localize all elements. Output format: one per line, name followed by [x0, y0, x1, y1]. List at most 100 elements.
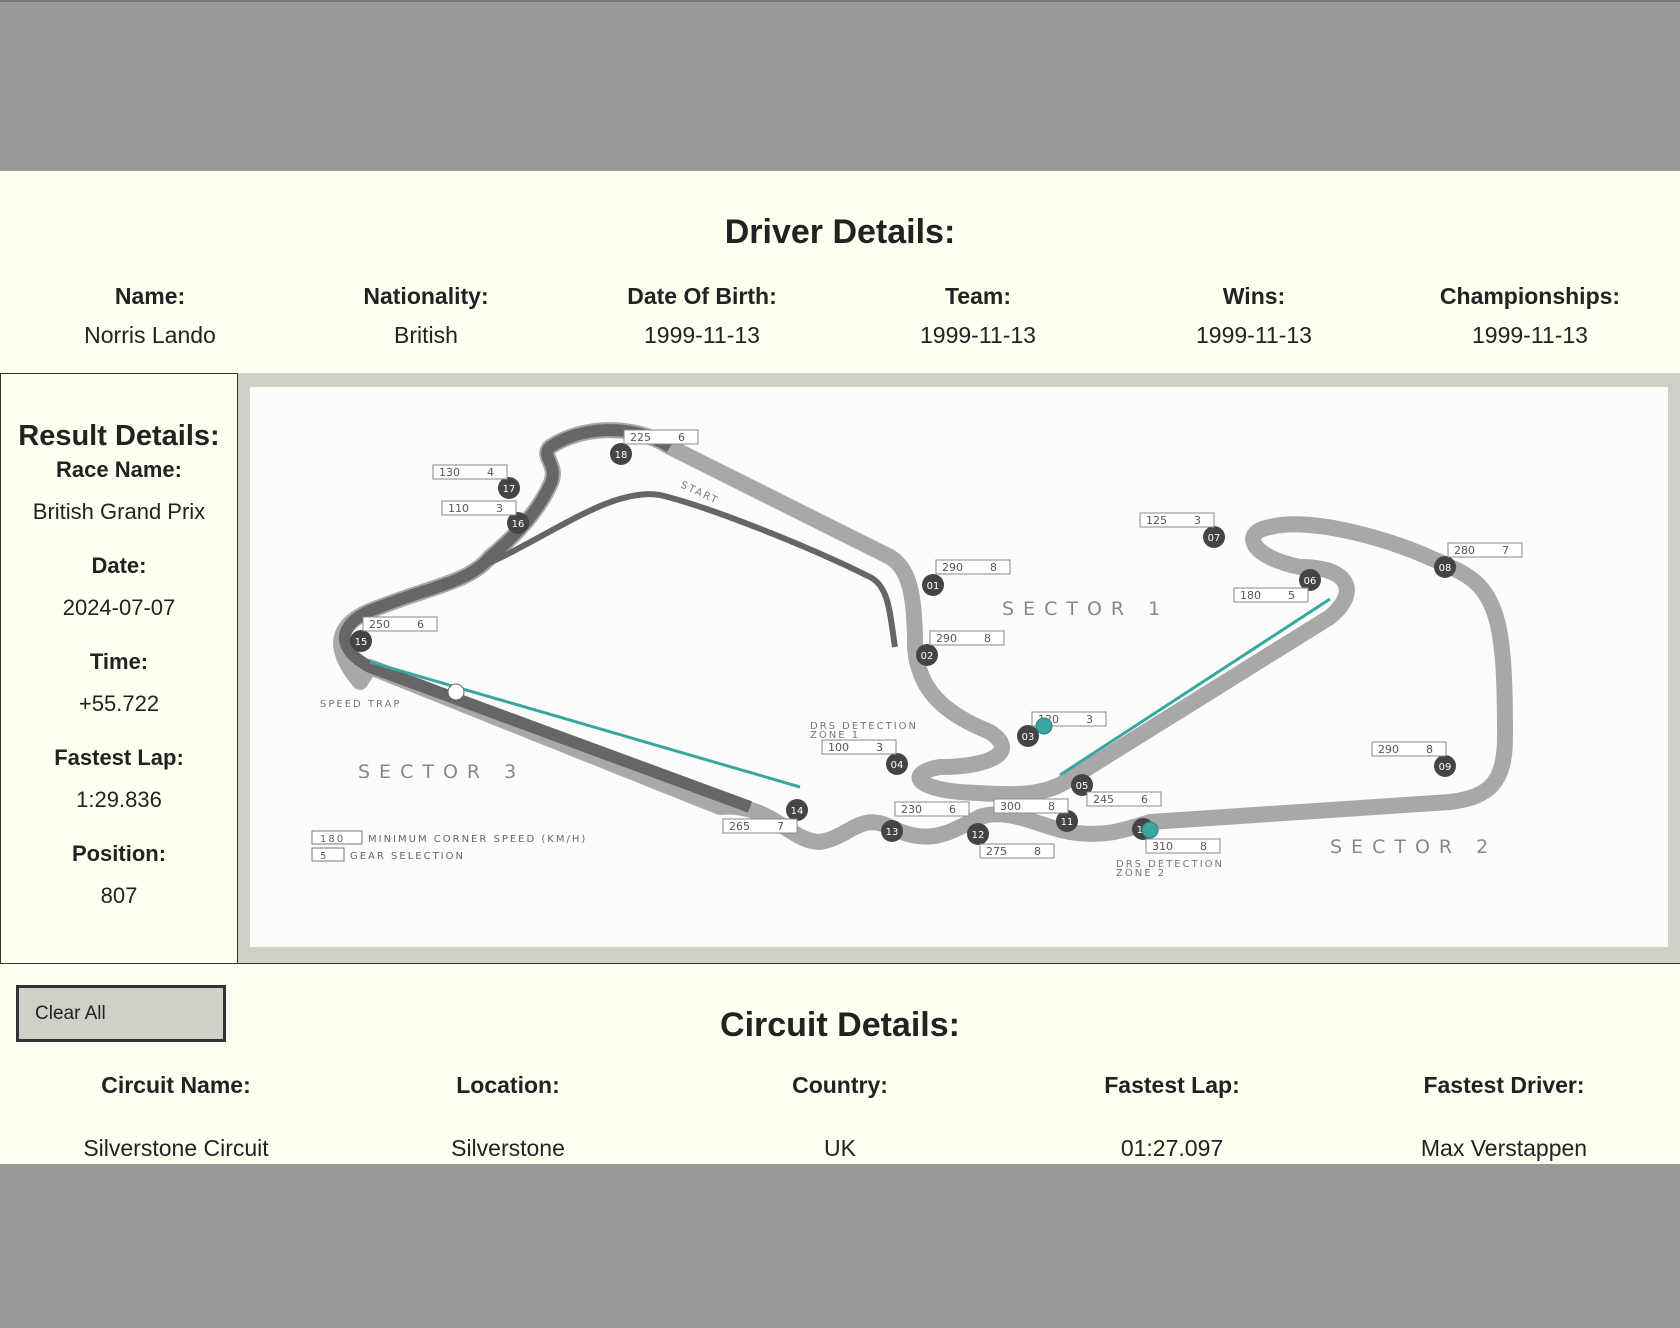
turn-07: 07: [1203, 526, 1225, 548]
svg-text:250: 250: [369, 618, 390, 631]
svg-text:180: 180: [320, 834, 345, 845]
corner-info-02: 290 8: [929, 630, 1005, 646]
drs-detection-zone-2-marker: [1141, 821, 1159, 839]
svg-text:290: 290: [936, 632, 957, 645]
circuit-fastest-lap-field: Fastest Lap: 01:27.097: [1006, 1072, 1338, 1162]
turn-05: 05: [1071, 774, 1093, 796]
sector-1-label: SECTOR 1: [1002, 598, 1169, 620]
svg-text:01: 01: [927, 581, 940, 592]
corner-info-10: 310 8: [1145, 838, 1221, 854]
field-value: 1999-11-13: [644, 322, 760, 348]
time-item: Time: +55.722: [1, 649, 237, 717]
circuit-map: 01 02 03 04 05 06 07 08 09 10 11 12 13 1…: [311, 422, 1523, 879]
svg-text:13: 13: [886, 827, 899, 838]
turn-18: 18: [610, 443, 632, 465]
svg-text:6: 6: [1141, 793, 1148, 806]
svg-text:18: 18: [615, 450, 628, 461]
driver-name-field: Name: Norris Lando: [12, 283, 288, 349]
svg-text:7: 7: [777, 820, 784, 833]
svg-text:8: 8: [984, 632, 991, 645]
svg-text:180: 180: [1240, 589, 1261, 602]
driver-wins-field: Wins: 1999-11-13: [1116, 283, 1392, 349]
sector-2-label: SECTOR 2: [1330, 836, 1497, 858]
svg-text:5: 5: [1288, 589, 1295, 602]
svg-text:125: 125: [1146, 514, 1167, 527]
svg-text:8: 8: [1200, 840, 1207, 853]
field-value: Silverstone Circuit: [83, 1135, 269, 1161]
field-value: 1999-11-13: [1196, 322, 1312, 348]
driver-nationality-field: Nationality: British: [288, 283, 564, 349]
turn-09: 09: [1434, 755, 1456, 777]
field-value: 1999-11-13: [1472, 322, 1588, 348]
clear-all-button[interactable]: Clear All: [16, 985, 226, 1042]
svg-text:08: 08: [1439, 563, 1452, 574]
middle-section: Result Details: Race Name: British Grand…: [0, 373, 1680, 964]
driver-team-field: Team: 1999-11-13: [840, 283, 1116, 349]
circuit-map-frame: 01 02 03 04 05 06 07 08 09 10 11 12 13 1…: [238, 373, 1680, 964]
drs-zone-2-label-2: ZONE 2: [1116, 868, 1166, 879]
turn-17: 17: [498, 477, 520, 499]
driver-details-title: Driver Details:: [724, 213, 956, 251]
turn-04: 04: [886, 753, 908, 775]
svg-text:290: 290: [942, 561, 963, 574]
svg-text:7: 7: [1502, 544, 1509, 557]
svg-text:100: 100: [828, 741, 849, 754]
turn-11: 11: [1056, 810, 1078, 832]
result-label: Race Name:: [56, 457, 182, 482]
map-legend: 180 MINIMUM CORNER SPEED (KM/H) 5 GEAR S…: [311, 830, 585, 862]
svg-text:06: 06: [1304, 576, 1317, 587]
corner-info-13: 230 6: [894, 801, 970, 817]
svg-text:245: 245: [1093, 793, 1114, 806]
drs-detection-zone-1-marker: [1035, 717, 1053, 735]
turn-03: 03: [1017, 725, 1039, 747]
svg-text:3: 3: [1194, 514, 1201, 527]
track-inner-loop: [478, 491, 898, 648]
svg-text:110: 110: [448, 502, 469, 515]
svg-text:6: 6: [678, 431, 685, 444]
field-label: Team:: [944, 283, 1012, 309]
field-value: 1999-11-13: [920, 322, 1036, 348]
result-value: 1:29.836: [76, 787, 162, 812]
turn-13: 13: [881, 820, 903, 842]
turn-02: 02: [916, 644, 938, 666]
drs-zone-1-label: DRS DETECTION: [810, 721, 918, 732]
svg-text:04: 04: [891, 760, 904, 771]
field-label: Circuit Name:: [101, 1072, 251, 1098]
svg-text:310: 310: [1152, 840, 1173, 853]
svg-text:265: 265: [729, 820, 750, 833]
corner-info-05: 245 6: [1086, 791, 1162, 807]
svg-text:12: 12: [972, 830, 985, 841]
circuit-fields: Circuit Name: Silverstone Circuit Locati…: [10, 1072, 1670, 1162]
result-details-panel: Result Details: Race Name: British Grand…: [0, 373, 238, 964]
bottom-band: [0, 1164, 1680, 1328]
drs-zone-hangar: [1059, 597, 1331, 777]
result-value: 2024-07-07: [62, 595, 176, 620]
svg-text:225: 225: [630, 431, 651, 444]
turn-06: 06: [1299, 569, 1321, 591]
svg-text:230: 230: [901, 803, 922, 816]
result-details-title: Result Details:: [18, 420, 220, 452]
result-label: Date:: [91, 553, 147, 578]
field-value: Silverstone: [451, 1135, 565, 1161]
turn-01: 01: [922, 574, 944, 596]
field-label: Nationality:: [363, 283, 489, 309]
field-value: Max Verstappen: [1420, 1135, 1588, 1161]
svg-text:275: 275: [986, 845, 1007, 858]
driver-championships-field: Championships: 1999-11-13: [1392, 283, 1668, 349]
result-value: +55.722: [78, 691, 160, 716]
svg-text:280: 280: [1454, 544, 1475, 557]
sector-3-label: SECTOR 3: [358, 761, 525, 783]
field-label: Date Of Birth:: [627, 283, 777, 309]
svg-text:6: 6: [949, 803, 956, 816]
corner-info-07: 125 3: [1139, 512, 1215, 528]
result-value: 807: [100, 883, 138, 908]
circuit-map-image: 01 02 03 04 05 06 07 08 09 10 11 12 13 1…: [250, 387, 1668, 947]
svg-text:300: 300: [1000, 800, 1021, 813]
